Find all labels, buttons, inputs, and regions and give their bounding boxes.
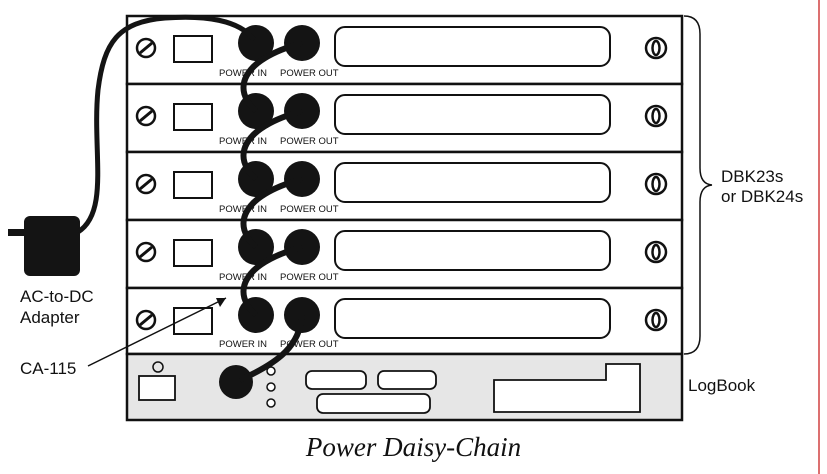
pc-card-slot — [493, 363, 641, 413]
left-screw-icon — [135, 173, 157, 195]
power-out-label: POWER OUT — [280, 272, 339, 283]
power-in-label: POWER IN — [219, 68, 267, 79]
serial-port — [377, 370, 437, 390]
logbook-power-jack — [219, 365, 253, 399]
power-out-label: POWER OUT — [280, 339, 339, 350]
curly-brace-icon — [683, 15, 713, 355]
status-led — [266, 398, 276, 408]
dbk-unit-2: POWER IN POWER OUT — [125, 82, 684, 154]
connector-port — [334, 230, 611, 271]
switch-box — [173, 171, 213, 199]
power-in-label: POWER IN — [219, 272, 267, 283]
power-out-label: POWER OUT — [280, 68, 339, 79]
dbk-unit-1: POWER IN POWER OUT — [125, 14, 684, 86]
daisy-chain-cable — [240, 40, 303, 114]
logbook-power-cable — [238, 314, 305, 383]
status-led — [266, 382, 276, 392]
left-screw-icon — [135, 309, 157, 331]
power-in-label: POWER IN — [219, 339, 267, 350]
right-screw-icon — [644, 104, 668, 128]
adapter-body — [24, 216, 80, 276]
cable-label: CA-115 — [20, 359, 76, 378]
power-in-label: POWER IN — [219, 204, 267, 215]
connector-port — [334, 94, 611, 135]
logbook-label: LogBook — [688, 376, 756, 395]
dbk-label-line1: DBK23s — [721, 167, 783, 186]
power-out-label: POWER OUT — [280, 204, 339, 215]
daisy-chain-cable — [240, 244, 303, 318]
right-screw-icon — [644, 308, 668, 332]
serial-port — [305, 370, 367, 390]
adapter-cable — [76, 14, 257, 235]
ac-dc-adapter — [8, 216, 80, 276]
dbk-unit-4: POWER IN POWER OUT — [125, 218, 684, 290]
figure-caption: Power Daisy-Chain — [305, 432, 522, 462]
left-screw-icon — [135, 241, 157, 263]
adapter-label-line2: Adapter — [20, 308, 80, 327]
dbk-unit-3: POWER IN POWER OUT — [125, 150, 684, 222]
switch-box — [173, 239, 213, 267]
power-in-label: POWER IN — [219, 136, 267, 147]
parallel-port — [316, 393, 431, 414]
indicator-light — [152, 361, 164, 373]
switch-box — [173, 103, 213, 131]
right-screw-icon — [644, 240, 668, 264]
adapter-label-line1: AC-to-DC — [20, 287, 94, 306]
switch-box — [173, 35, 213, 63]
daisy-chain-cable — [240, 176, 303, 250]
cable-leader-line — [87, 297, 227, 367]
arrowhead-icon — [216, 298, 226, 307]
right-screw-icon — [644, 36, 668, 60]
connector-port — [334, 26, 611, 67]
daisy-chain-cable — [240, 108, 303, 182]
power-out-label: POWER OUT — [280, 136, 339, 147]
status-led — [266, 366, 276, 376]
left-screw-icon — [135, 105, 157, 127]
adapter-plug-pin — [8, 229, 26, 236]
logbook-unit — [125, 352, 684, 422]
logbook-switch-box — [138, 375, 176, 401]
dbk-label-line2: or DBK24s — [721, 187, 803, 206]
right-screw-icon — [644, 172, 668, 196]
connector-port — [334, 298, 611, 339]
left-screw-icon — [135, 37, 157, 59]
dbk-unit-5: POWER IN POWER OUT — [125, 286, 684, 356]
connector-port — [334, 162, 611, 203]
